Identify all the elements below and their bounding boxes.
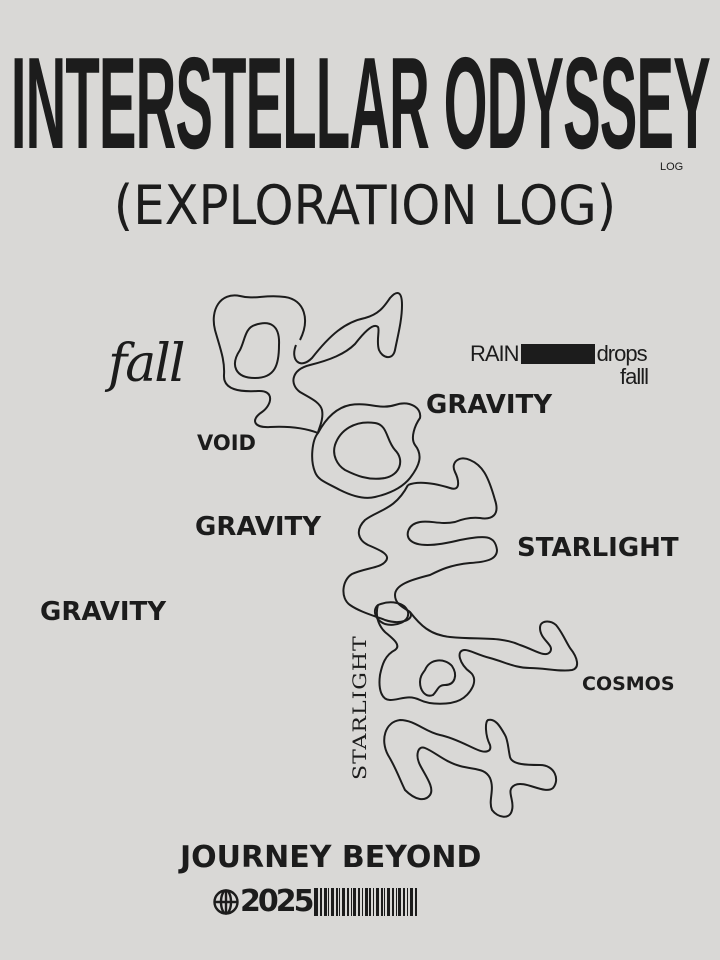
drops-text: drops — [596, 341, 648, 366]
year-text: 2025 — [240, 884, 314, 919]
label-gravity-top-right: GRAVITY — [426, 390, 553, 420]
footer-row: 2025 — [212, 885, 417, 919]
title-text: INTERSTELLAR ODYSSEY — [10, 30, 711, 177]
poster-title: INTERSTELLAR ODYSSEY — [0, 30, 720, 177]
subtitle: (EXPLORATION LOG) — [113, 174, 617, 237]
rain-text: RAIN — [470, 341, 520, 366]
black-bar — [520, 344, 595, 364]
rain-drops-group: RAIN drops — [470, 341, 648, 366]
label-starlight-right: STARLIGHT — [517, 533, 679, 563]
barcode-icon — [313, 888, 417, 916]
title-tag: LOG — [660, 161, 684, 173]
globe-icon — [213, 889, 239, 915]
footer-headline: JOURNEY BEYOND — [180, 840, 482, 875]
label-gravity-center: GRAVITY — [195, 512, 322, 542]
label-void: VOID — [197, 431, 256, 455]
falll-text: falll — [620, 364, 649, 389]
label-starlight-vertical: STARLIGHT — [350, 635, 372, 780]
script-word-fall: fall — [108, 334, 186, 394]
label-gravity-left: GRAVITY — [40, 597, 167, 627]
label-cosmos: COSMOS — [582, 673, 675, 695]
